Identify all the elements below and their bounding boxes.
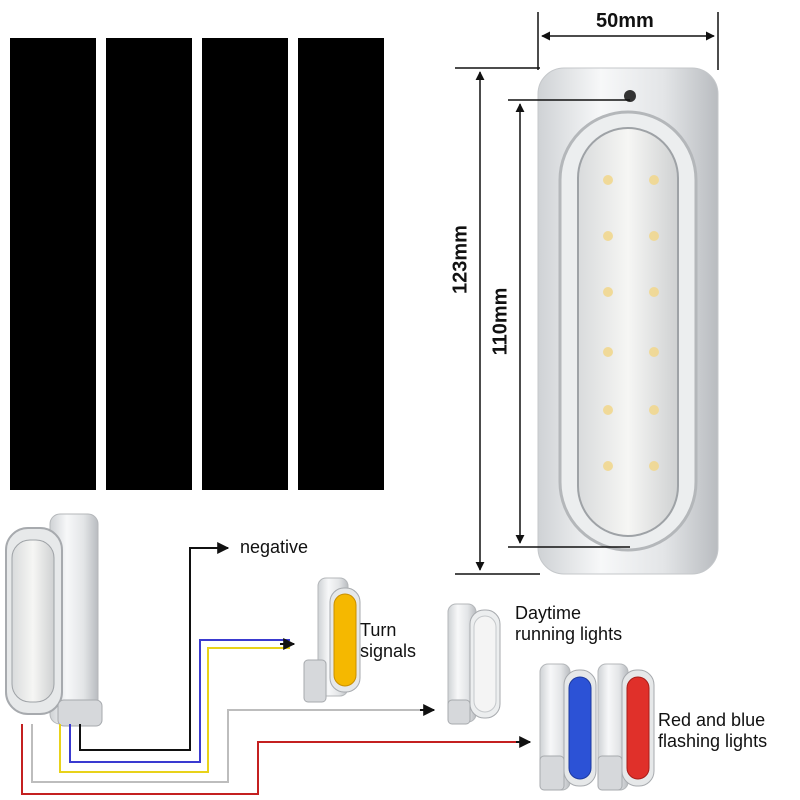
turn-signal-light [303,577,361,703]
turn-signals-line1: Turn [360,620,397,640]
wire-yellow [59,647,290,773]
inner-height-dimension-label: 110mm [489,287,512,356]
adhesive-strip-3 [202,38,288,490]
width-dimension-line [537,12,719,70]
wire-red [21,724,520,795]
adhesive-strip-4 [298,38,384,490]
width-dimension-label: 50mm [596,10,654,32]
daytime-running-lights-line2: running lights [515,624,623,644]
led-dots [603,175,659,471]
blue-flashing-light [539,663,597,791]
wire-white [31,709,432,783]
daytime-running-lights-line1: Daytime [515,603,582,623]
negative-label: negative [240,537,309,557]
outer-height-dimension-line [455,67,540,575]
turn-signals-line2: signals [360,641,417,661]
wire-black [79,542,230,751]
adhesive-strip-2 [106,38,192,490]
main-light-product [537,67,719,575]
source-light-product [5,513,103,727]
red-blue-flashing-lights-line2: flashing lights [658,731,768,751]
red-flashing-light [597,663,655,791]
mount-screw-icon [624,90,636,102]
turn-signals-label: Turn signals [360,620,416,662]
daytime-running-light [447,603,501,725]
outer-height-dimension-label: 123mm [449,225,472,294]
daytime-running-lights-label: Daytime running lights [515,603,622,645]
adhesive-strip-1 [10,38,96,490]
red-blue-flashing-lights-line1: Red and blue [658,710,766,730]
wire-blue [69,639,290,763]
inner-height-dimension-line [508,99,630,548]
red-blue-flashing-lights-label: Red and blue flashing lights [658,710,767,752]
